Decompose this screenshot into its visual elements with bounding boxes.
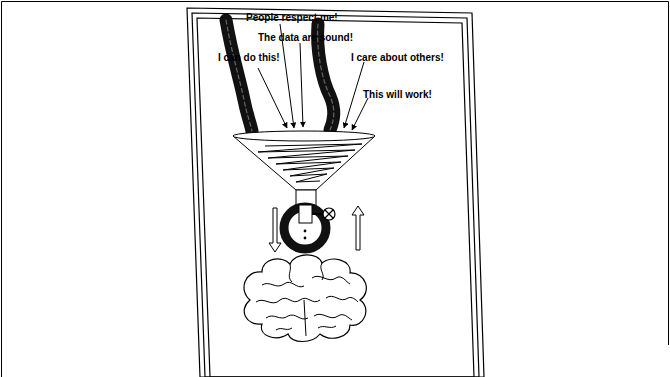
thought-label: I can do this! <box>218 52 280 63</box>
brain <box>244 255 366 342</box>
thought-label: People respect me! <box>246 12 338 23</box>
thought-label: This will work! <box>363 89 432 100</box>
funnel <box>233 131 375 210</box>
valve <box>284 205 335 249</box>
flow-arrows <box>269 206 364 252</box>
thought-label: I care about others! <box>351 52 444 63</box>
thought-label: The data are sound! <box>258 32 353 43</box>
picture-frame <box>187 8 484 377</box>
leader-arrows <box>258 24 368 130</box>
